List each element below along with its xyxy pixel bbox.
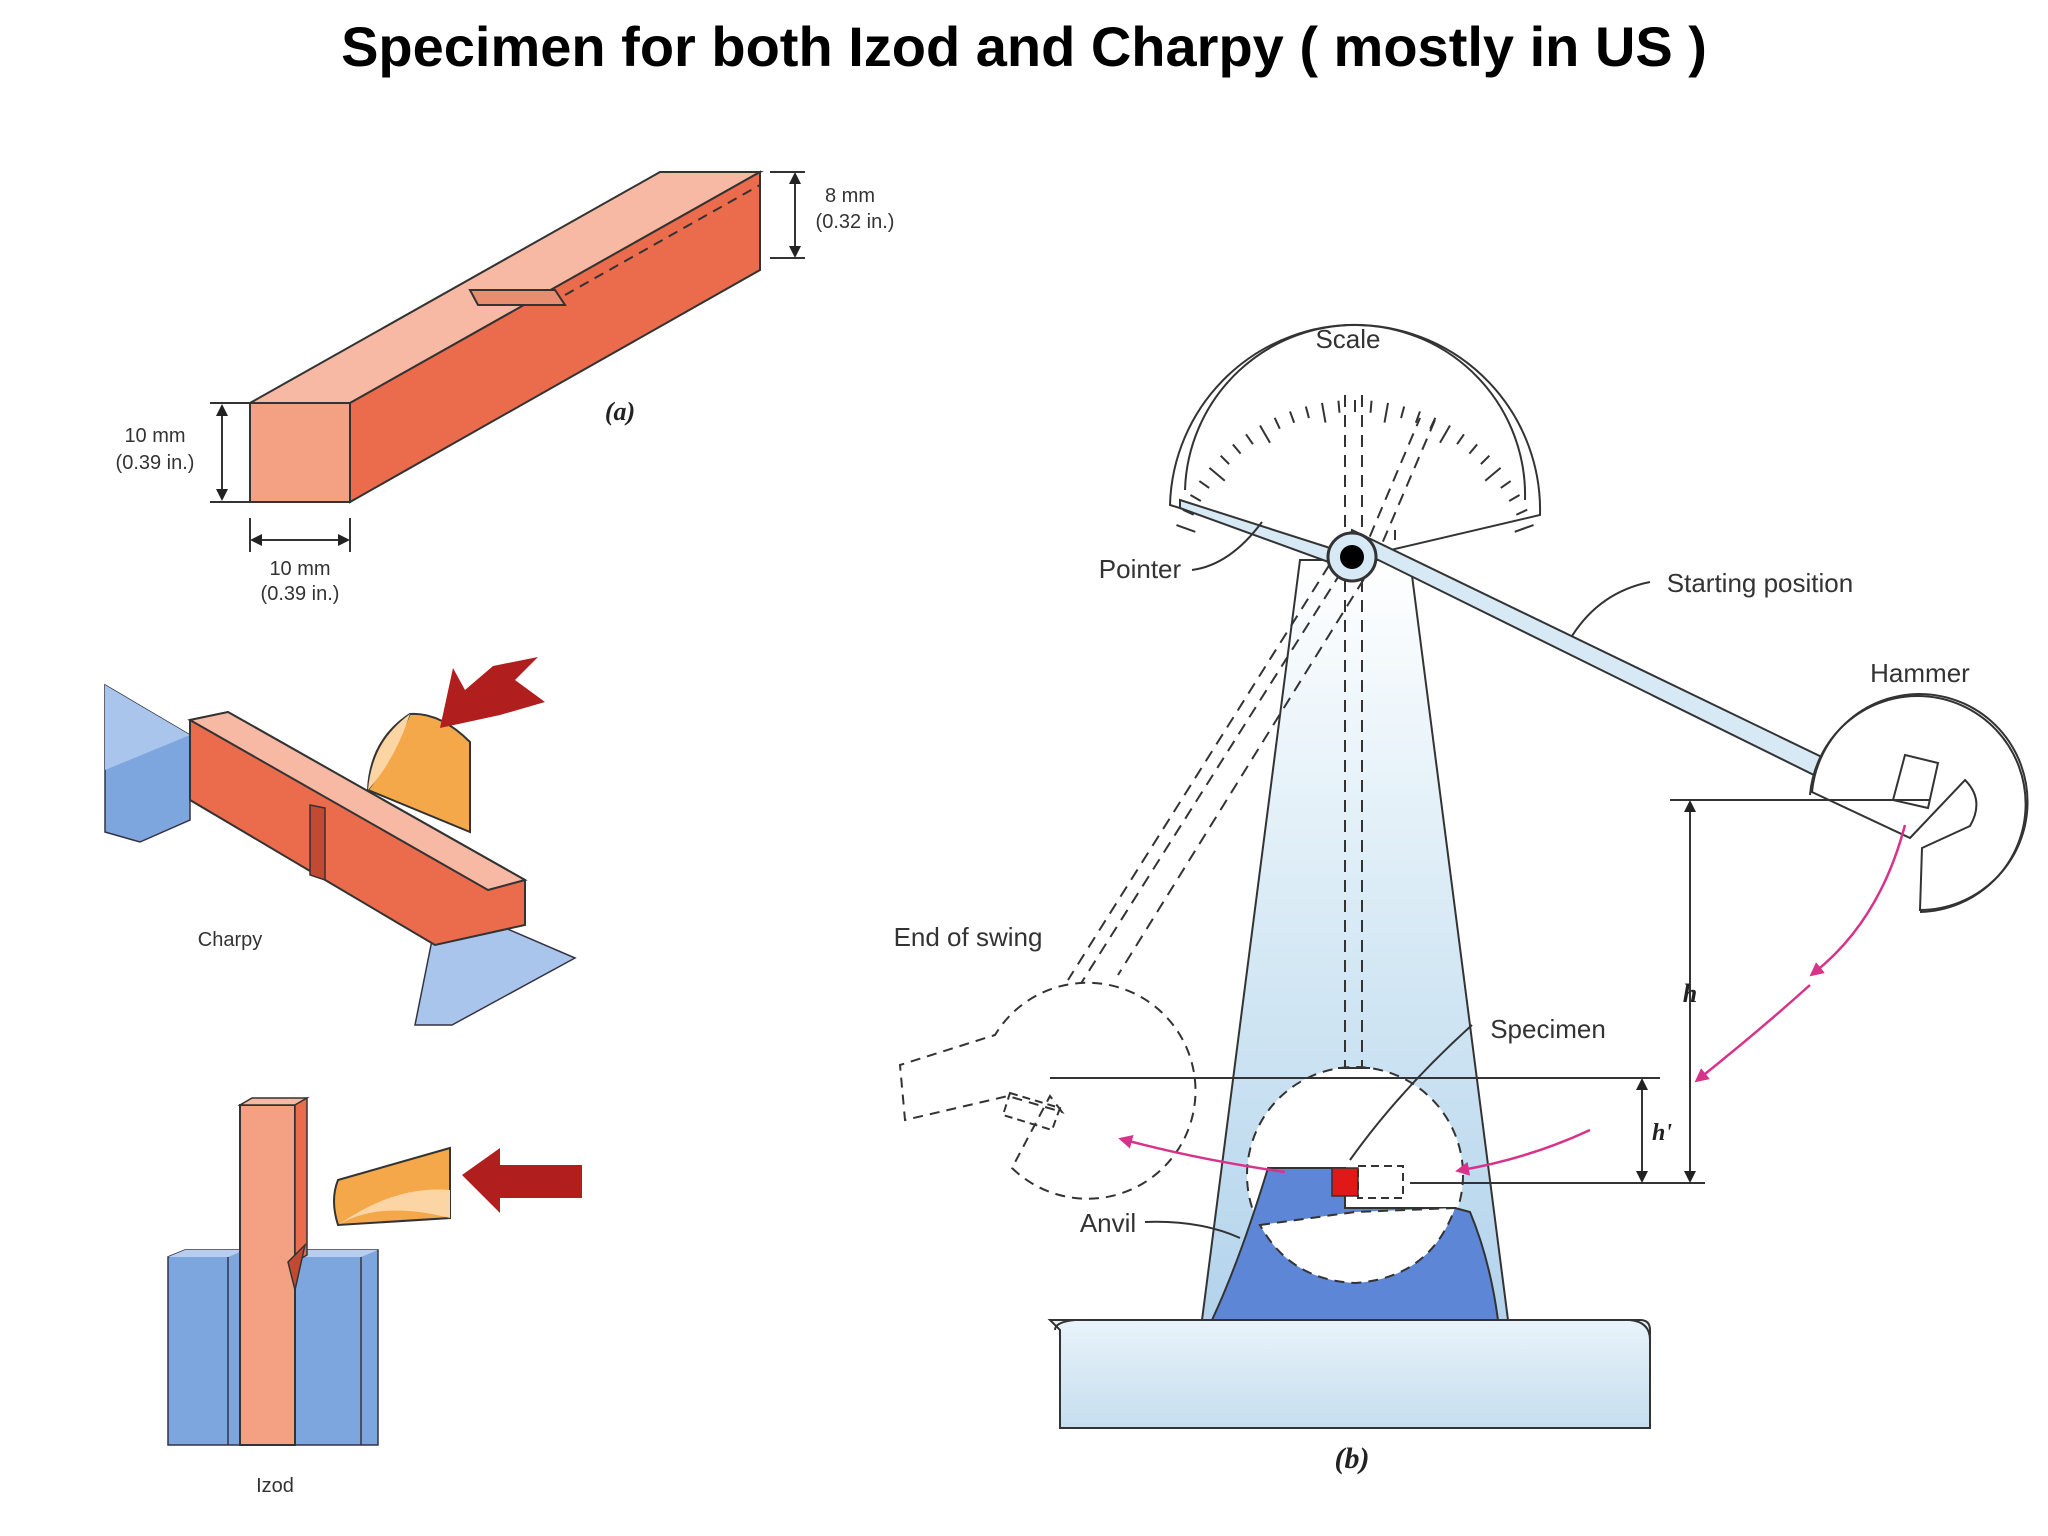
scale-tick <box>1508 494 1521 502</box>
dimension-width <box>249 518 351 552</box>
dimension-notch-depth <box>770 171 805 259</box>
scale-tick <box>1337 400 1341 413</box>
specimen-label: Specimen <box>1490 1014 1606 1044</box>
figure-b-label: (b) <box>1335 1442 1370 1475</box>
specimen-bar <box>246 170 764 504</box>
scale-tick <box>1500 480 1512 489</box>
scale-tick <box>1208 467 1226 482</box>
scale-tick <box>1515 508 1528 516</box>
charpy-impact-arrow-icon <box>440 657 545 728</box>
page-title: Specimen for both Izod and Charpy ( most… <box>341 15 1707 78</box>
h-prime-label: h' <box>1652 1120 1672 1146</box>
scale-tick <box>1176 524 1196 533</box>
dimension-height <box>210 402 250 503</box>
starting-position-label: Starting position <box>1667 568 1853 598</box>
scale-tick <box>1383 402 1389 423</box>
charpy-label: Charpy <box>198 929 262 951</box>
scale-tick <box>1289 411 1296 424</box>
notch-mm-label: 8 mm <box>825 185 875 207</box>
scale-tick <box>1514 524 1534 533</box>
izod-label: Izod <box>256 1475 294 1497</box>
scale-tick <box>1232 443 1242 455</box>
scale-tick <box>1456 433 1465 445</box>
pointer-label: Pointer <box>1099 554 1182 584</box>
scale-tick <box>1484 467 1502 482</box>
izod-setup <box>167 1096 582 1446</box>
width-mm-label: 10 mm <box>269 558 330 580</box>
h-label: h <box>1683 979 1697 1008</box>
charpy-setup <box>104 657 577 1026</box>
machine-base <box>1047 1319 1651 1429</box>
scale-tick <box>1219 454 1230 465</box>
figure-a-label: (a) <box>605 397 635 426</box>
scale-tick <box>1273 417 1281 430</box>
scale-tick <box>1439 424 1451 444</box>
scale-tick <box>1468 443 1478 455</box>
hammer-label: Hammer <box>1870 658 1970 688</box>
end-of-swing-label: End of swing <box>894 922 1043 952</box>
scale-tick <box>1414 411 1421 424</box>
scale-tick <box>1245 433 1254 445</box>
anvil-label: Anvil <box>1080 1208 1136 1238</box>
height-in-label: (0.39 in.) <box>116 452 195 474</box>
notch-in-label: (0.32 in.) <box>816 211 895 233</box>
scale-tick <box>1189 494 1202 502</box>
specimen-marker <box>1331 1167 1359 1197</box>
end-of-swing-hammer <box>898 981 1197 1200</box>
scale-tick <box>1400 406 1406 419</box>
scale-tick <box>1321 402 1327 423</box>
scale-label: Scale <box>1315 324 1380 354</box>
scale-tick <box>1480 454 1491 465</box>
width-in-label: (0.39 in.) <box>261 583 340 605</box>
scale-tick <box>1198 480 1210 489</box>
scale-tick <box>1369 400 1373 413</box>
scale-tick <box>1259 424 1271 444</box>
scale-tick <box>1304 406 1310 419</box>
izod-impact-arrow-icon <box>462 1148 582 1213</box>
height-mm-label: 10 mm <box>124 425 185 447</box>
